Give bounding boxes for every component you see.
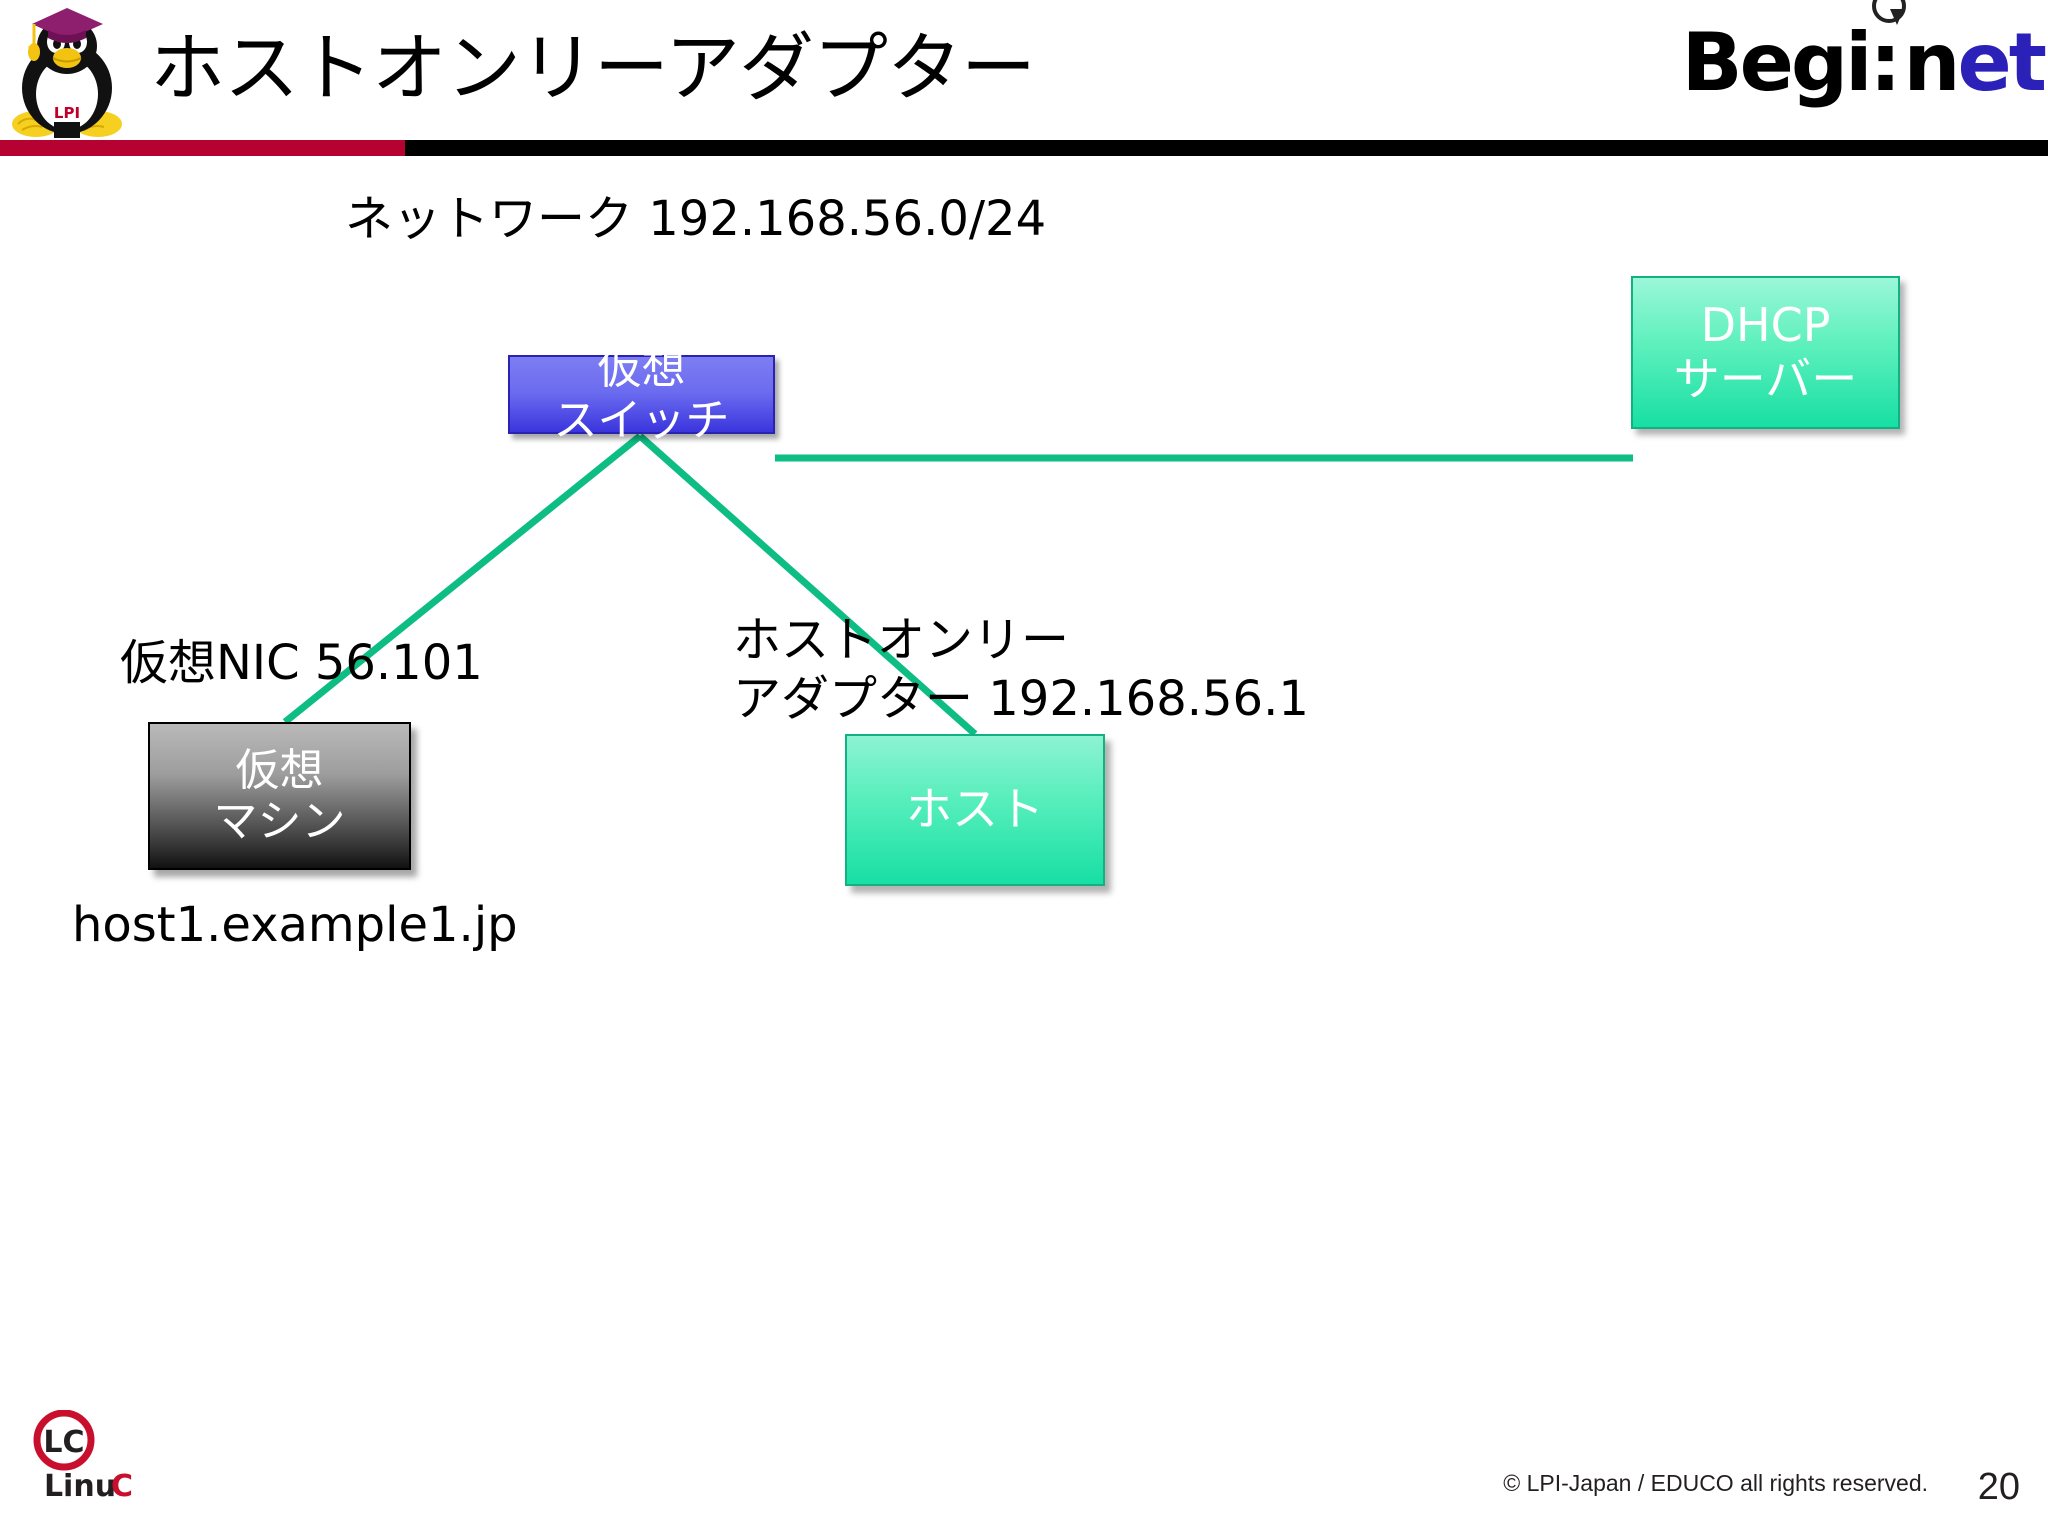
brand-part-et: et bbox=[1957, 16, 2047, 109]
header-divider-red bbox=[0, 140, 405, 156]
node-host-line1: ホスト bbox=[906, 782, 1044, 837]
brand-part-dot: : bbox=[1869, 16, 1902, 109]
label-host-only-adapter-line2: アダプター 192.168.56.1 bbox=[733, 670, 1309, 727]
node-virtual-switch[interactable]: 仮想 スイッチ bbox=[508, 343, 775, 446]
slide-footer: LC Linu C © LPI-Japan / EDUCO all rights… bbox=[0, 1396, 2048, 1536]
node-virtual-machine-line2: マシン bbox=[213, 796, 346, 847]
node-virtual-switch-line1: 仮想 bbox=[597, 343, 686, 395]
page-number: 20 bbox=[1977, 1466, 2020, 1508]
copyright-text: © LPI-Japan / EDUCO all rights reserved. bbox=[1503, 1470, 1928, 1496]
node-virtual-machine-line1: 仮想 bbox=[235, 744, 324, 796]
node-dhcp-server[interactable]: DHCP サーバー bbox=[1631, 276, 1900, 429]
node-dhcp-server-line2: サーバー bbox=[1673, 351, 1858, 406]
brand-part-n: n bbox=[1903, 16, 1961, 109]
node-dhcp-server-line1: DHCP bbox=[1700, 298, 1831, 353]
link-switch-host bbox=[637, 433, 978, 737]
page-title: ホストオンリーアダプター bbox=[150, 24, 1036, 112]
node-virtual-machine[interactable]: 仮想 マシン bbox=[148, 722, 411, 870]
svg-text:Linu: Linu bbox=[44, 1469, 116, 1504]
slide-header: LPI ホストオンリーアダプター Begi : n et bbox=[0, 0, 2048, 156]
label-host-only-adapter-line1: ホストオンリー bbox=[733, 612, 1070, 668]
link-switch-vm bbox=[282, 433, 643, 725]
node-virtual-switch-line2: スイッチ bbox=[553, 394, 730, 446]
label-host-only-adapter: ホストオンリー アダプター 192.168.56.1 bbox=[733, 611, 1309, 728]
svg-text:C: C bbox=[111, 1469, 133, 1504]
node-host[interactable]: ホスト bbox=[845, 734, 1105, 886]
begi-net-logo: Begi : n et bbox=[1681, 0, 2047, 109]
begi-net-circle-arrow-icon: : bbox=[1870, 0, 1906, 103]
svg-text:LC: LC bbox=[43, 1425, 84, 1460]
network-diagram: ネットワーク 192.168.56.0/24 仮想 スイッチ DHCP サーバー… bbox=[0, 156, 2048, 1396]
label-virtual-nic: 仮想NIC 56.101 bbox=[120, 635, 483, 691]
linuc-logo-icon: LC Linu C bbox=[33, 1410, 133, 1504]
label-hostname: host1.example1.jp bbox=[72, 897, 518, 953]
header-divider-black bbox=[405, 140, 2048, 156]
svg-text:LPI: LPI bbox=[54, 104, 80, 122]
label-network-address: ネットワーク 192.168.56.0/24 bbox=[345, 191, 1047, 247]
diagram-connection-lines bbox=[282, 433, 1633, 737]
brand-part-begi: Begi bbox=[1681, 16, 1873, 109]
lpi-japan-tux-icon: LPI bbox=[12, 8, 122, 138]
